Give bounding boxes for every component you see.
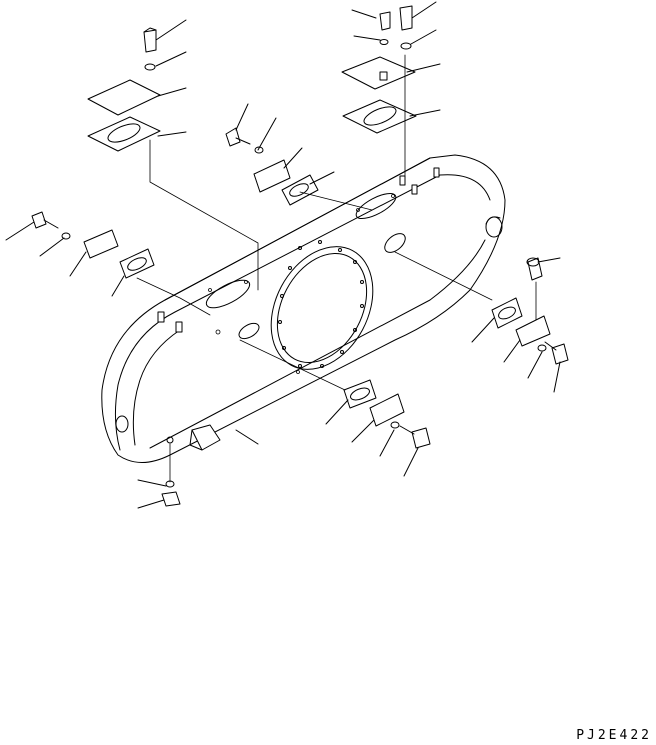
cover-plate [515,315,551,347]
upper-middle-cover-assembly [225,127,373,211]
bottom-cover-assembly [239,339,431,449]
drawing-code: PJ2E422 [576,728,652,743]
bolt [399,5,413,31]
bolt [31,211,47,229]
bolt [143,29,157,53]
cover-plate [87,79,161,116]
cover-plate [341,56,416,90]
gasket [342,99,417,134]
gasket [281,174,319,206]
washer [400,42,412,50]
cover-plate [83,229,119,259]
washer [165,480,175,488]
bolt [379,11,391,31]
drain-plug [161,491,181,507]
top-right-cover-assembly [341,5,417,186]
gasket [87,116,161,152]
left-side-cover-assembly [31,211,211,316]
washer [61,232,71,240]
leader-lines [5,1,561,509]
washer [144,63,156,71]
case-body [101,154,506,463]
washer [537,344,547,352]
cover-plate [253,159,291,193]
top-left-cover-assembly [87,27,259,291]
bolt [225,127,241,147]
gasket [119,248,155,279]
washer [390,421,400,429]
bore-bolt-holes [278,240,364,368]
bolt [551,343,569,365]
washer [379,39,389,45]
gasket [343,379,377,409]
washer [254,146,264,154]
drain-plug-assembly [161,443,181,507]
gasket [491,297,523,329]
right-side-cover-assembly [394,251,569,365]
bolt [411,427,431,449]
